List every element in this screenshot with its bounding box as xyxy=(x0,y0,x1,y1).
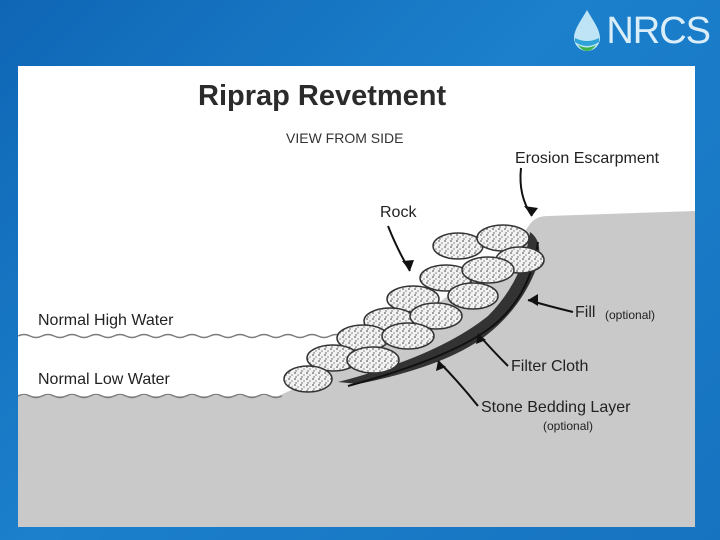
label-filter-cloth: Filter Cloth xyxy=(511,358,589,375)
label-stone-bedding-note: (optional) xyxy=(543,419,594,433)
high-water-line xyxy=(18,333,343,339)
label-stone-bedding-layer: Stone Bedding Layer xyxy=(481,399,631,416)
riprap-rocks xyxy=(283,224,545,393)
diagram-subtitle: VIEW FROM SIDE xyxy=(286,130,404,146)
water-body xyxy=(18,336,348,396)
label-normal-low-water: Normal Low Water xyxy=(38,371,170,388)
fill-layer xyxy=(338,232,540,384)
label-erosion-escarpment: Erosion Escarpment xyxy=(515,150,660,167)
riprap-diagram xyxy=(18,167,695,527)
water-drop-logo-icon xyxy=(574,10,601,51)
label-rock: Rock xyxy=(380,204,417,221)
nrcs-logo: NRCS xyxy=(570,4,711,58)
diagram-title: Riprap Revetment xyxy=(198,80,447,112)
diagram-slide: Riprap Revetment VIEW FROM SIDE Erosion … xyxy=(18,66,695,527)
label-normal-high-water: Normal High Water xyxy=(38,312,174,329)
arrow-heads xyxy=(402,206,538,371)
label-fill: Fill xyxy=(575,304,596,321)
low-water-line xyxy=(18,393,283,399)
logo-text: NRCS xyxy=(606,9,711,52)
filter-cloth xyxy=(347,241,539,387)
label-fill-note: (optional) xyxy=(605,308,656,322)
